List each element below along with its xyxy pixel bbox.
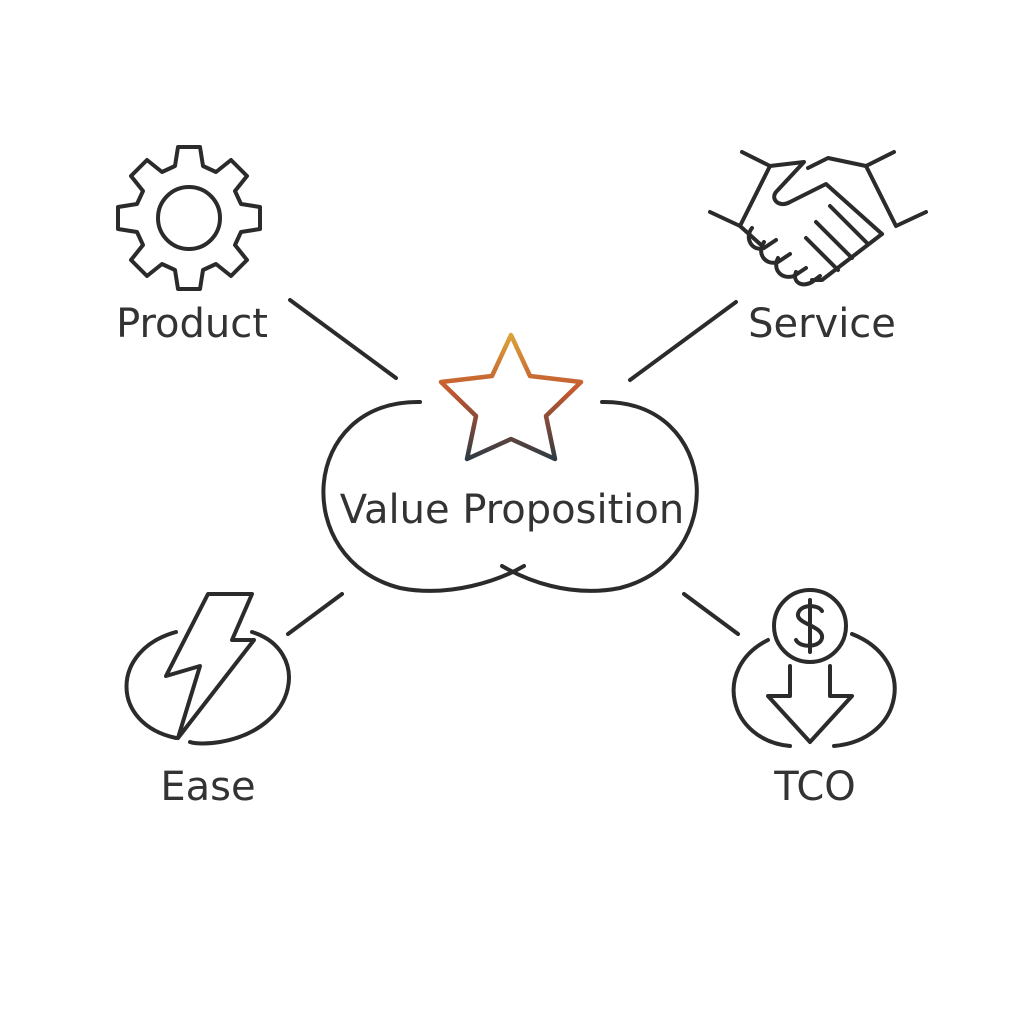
handshake-icon [708, 150, 928, 287]
node-label-product: Product [116, 301, 268, 347]
ease-ellipse-right-arc [188, 630, 291, 746]
connector-ease [286, 592, 344, 636]
node-tco: TCO [731, 588, 897, 810]
down-arrow [766, 664, 854, 744]
connectors [286, 298, 740, 636]
star-icon [438, 332, 584, 462]
center-label: Value Proposition [340, 487, 684, 533]
gear-icon [116, 145, 262, 291]
ease-ellipse-left-arc [124, 630, 178, 740]
node-product: Product [116, 145, 268, 347]
node-service: Service [708, 150, 928, 347]
connector-tco [682, 592, 740, 636]
tco-ellipse-left-arc [731, 638, 792, 748]
center-cloud-shape [321, 399, 699, 593]
lightning-bolt-icon [164, 592, 256, 740]
dollar-down-arrow-icon [766, 588, 854, 744]
dollar-sign [794, 598, 824, 654]
connector-service [628, 300, 738, 382]
center-node: Value Proposition [321, 332, 699, 593]
node-label-service: Service [748, 301, 896, 347]
connector-product [288, 298, 398, 380]
node-label-ease: Ease [160, 764, 255, 810]
tco-ellipse-right-arc [832, 632, 897, 748]
node-label-tco: TCO [773, 764, 856, 810]
node-ease: Ease [124, 592, 291, 810]
